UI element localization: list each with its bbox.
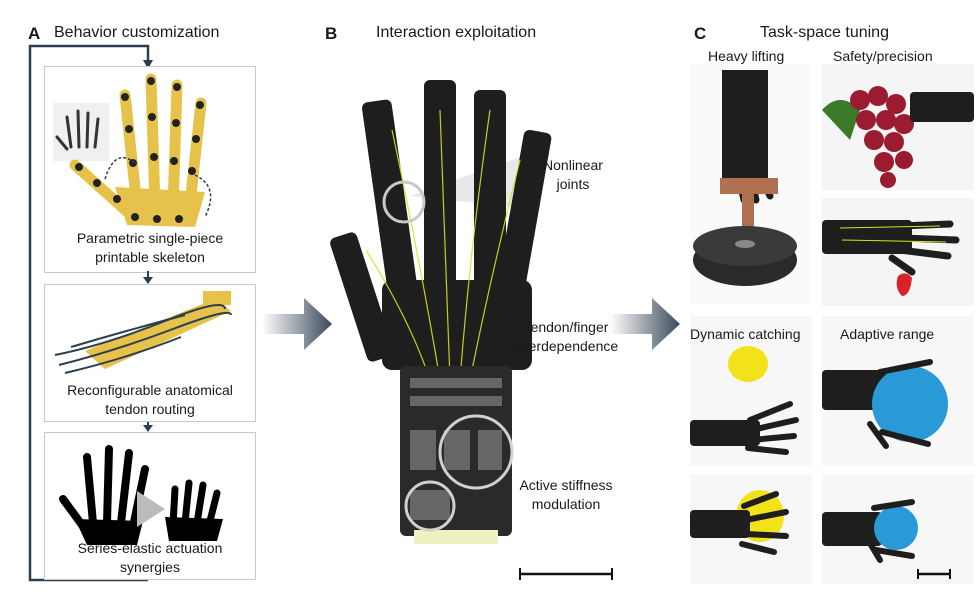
panel-a-title: Behavior customization xyxy=(54,24,220,41)
synergies-box: Series-elastic actuation synergies xyxy=(44,432,256,580)
skeleton-caption-line1: Parametric single-piece xyxy=(76,230,224,246)
task-label-dynamic-catching: Dynamic catching xyxy=(690,326,801,342)
synergies-caption-line1: Series-elastic actuation xyxy=(77,540,223,556)
tendon-routing-illustration xyxy=(54,291,232,374)
panel-b-title: Interaction exploitation xyxy=(376,24,537,41)
tendon-routing-box: Reconfigurable anatomical tendon routing xyxy=(44,284,256,422)
callout-interdependence-line2: interdependence xyxy=(513,338,619,354)
synergies-caption-line2: synergies xyxy=(120,559,180,575)
panel-c-title: Task-space tuning xyxy=(760,24,889,41)
panel-c-letter: C xyxy=(694,24,707,43)
callout-interdependence-line1: Tendon/finger xyxy=(523,319,609,335)
task-label-heavy-lifting: Heavy lifting xyxy=(708,48,785,64)
skeleton-hand-illustration xyxy=(53,73,212,227)
callout-stiffness-line2: modulation xyxy=(531,496,601,512)
panel-a-letter: A xyxy=(28,24,41,43)
synergy-silhouettes xyxy=(59,445,223,545)
callout-stiffness-line1: Active stiffness xyxy=(519,477,613,493)
task-label-adaptive-range: Adaptive range xyxy=(840,326,935,342)
callout-nonlinear-line2: joints xyxy=(556,176,590,192)
panel-b-letter: B xyxy=(325,24,338,43)
skeleton-caption: Parametric single-piece printable skelet… xyxy=(45,229,255,267)
task-label-safety-precision: Safety/precision xyxy=(833,48,933,64)
skeleton-box: Parametric single-piece printable skelet… xyxy=(44,66,256,273)
tendon-caption: Reconfigurable anatomical tendon routing xyxy=(45,381,255,419)
callout-nonlinear-line1: Nonlinear xyxy=(543,157,603,173)
callout-stiffness: Active stiffness modulation xyxy=(508,476,624,514)
tendon-caption-line1: Reconfigurable anatomical xyxy=(67,382,233,398)
skeleton-caption-line2: printable skeleton xyxy=(95,249,205,265)
synergies-caption: Series-elastic actuation synergies xyxy=(45,539,255,577)
callout-interdependence: Tendon/finger interdependence xyxy=(508,318,624,356)
callout-nonlinear-joints: Nonlinear joints xyxy=(528,156,618,194)
tendon-caption-line2: tendon routing xyxy=(105,401,195,417)
